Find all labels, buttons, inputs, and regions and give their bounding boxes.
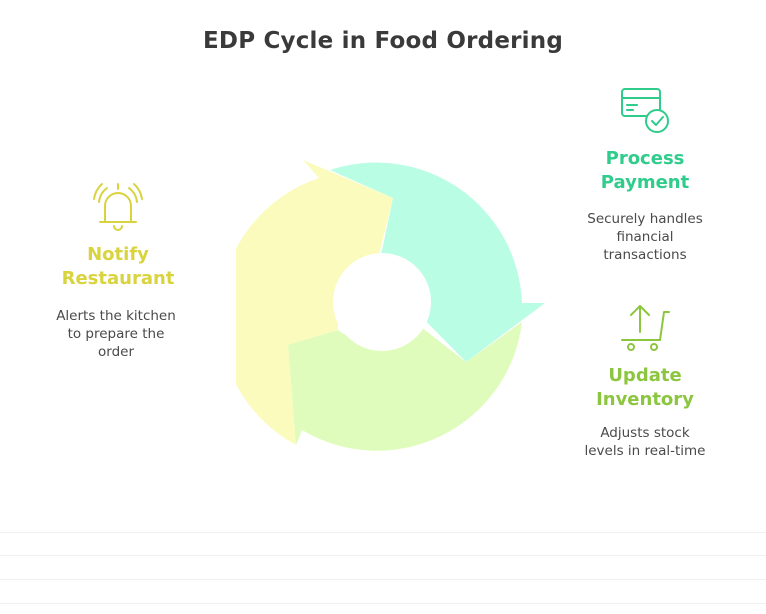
inventory-desc-line2: levels in real-time — [584, 443, 706, 459]
inventory-title: Update Inventory — [570, 364, 720, 412]
payment-description: Securely handles financial transactions — [565, 210, 725, 264]
cycle-arrow-payment — [330, 162, 545, 362]
notify-desc-line3: order — [98, 344, 134, 360]
payment-title: Process Payment — [570, 147, 720, 195]
inventory-title-line1: Update — [608, 365, 682, 386]
notify-title-line1: Notify — [87, 244, 149, 265]
cycle-arrow-notify — [236, 160, 393, 445]
payment-title-line2: Payment — [600, 172, 690, 193]
notify-title-line2: Restaurant — [61, 268, 175, 289]
cart-upload-icon — [621, 305, 670, 351]
cycle-center — [333, 253, 431, 351]
payment-desc-line2: financial — [616, 229, 674, 245]
notify-title: Notify Restaurant — [43, 243, 193, 291]
notify-desc-line1: Alerts the kitchen — [56, 308, 176, 324]
divider — [0, 555, 766, 556]
inventory-description: Adjusts stock levels in real-time — [565, 424, 725, 460]
cycle-arrow-inventory — [288, 320, 522, 451]
divider — [0, 603, 766, 604]
page-title: EDP Cycle in Food Ordering — [202, 28, 563, 54]
divider — [0, 532, 766, 533]
payment-title-line1: Process — [605, 148, 685, 169]
inventory-desc-line1: Adjusts stock — [600, 425, 690, 441]
inventory-title-line2: Inventory — [596, 389, 694, 410]
bell-alert-icon — [93, 183, 143, 231]
credit-card-check-icon — [621, 88, 669, 133]
divider — [0, 579, 766, 580]
cycle-diagram — [236, 160, 545, 451]
notify-desc-line2: to prepare the — [67, 326, 165, 342]
payment-desc-line1: Securely handles — [587, 211, 703, 227]
notify-description: Alerts the kitchen to prepare the order — [36, 307, 196, 361]
payment-desc-line3: transactions — [603, 247, 687, 263]
